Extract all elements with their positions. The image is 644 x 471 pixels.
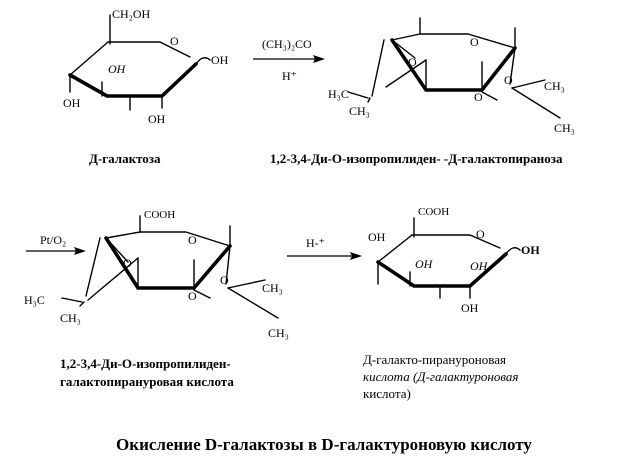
galacturonic-acid-structure: COOH O OH OH OH OH OH: [368, 206, 540, 315]
o4-label: O: [123, 256, 132, 270]
ring-oxygen-label: O: [476, 227, 485, 241]
h3c-label: H₃C: [328, 87, 349, 101]
galactose-structure: CH₂OH O OH OH OH OH: [63, 7, 229, 126]
galacturonic-caption-line1: Д-галакто-пирануроновая: [363, 352, 506, 367]
platinum-oxygen-reagent-label: Pt/O₂: [40, 233, 66, 247]
c1-lower-oh-label: OH: [461, 301, 479, 315]
galacturonic-caption-line2: кислота (Д-галактуроновая: [363, 369, 518, 384]
c3-oh-label: OH: [108, 62, 127, 76]
galacturonic-caption-line3: кислота): [363, 386, 411, 401]
h3c-label: H₃C: [24, 293, 45, 307]
acetone-reagent-label: (CH₃)₂CO: [262, 37, 312, 51]
ch3-right-label: CH₃: [262, 281, 283, 295]
acid-catalyst-label: H⁺: [282, 69, 297, 83]
c4-oh-label: OH: [368, 230, 386, 244]
diisopropylidene-acid-caption-line2: галактопирануровая кислота: [60, 374, 234, 389]
o3-label: O: [474, 90, 483, 104]
c4-oh-label: OH: [63, 96, 81, 110]
ch3-lower-left-label: CH₃: [60, 311, 81, 325]
ch2oh-label: CH₂OH: [112, 7, 151, 21]
anomeric-oh-label: OH: [211, 53, 229, 67]
diisopropylidene-galactopyranose-structure: O O O O H₃C CH₃ CH₃ CH₃: [328, 17, 575, 135]
ch3-lower-right-label: CH₃: [268, 326, 289, 340]
cooh-label: COOH: [144, 209, 175, 221]
acid-reagent-label: H-⁺: [306, 236, 325, 250]
reaction-arrow-acetonation: (CH₃)₂CO H⁺: [253, 37, 325, 83]
o4-label: O: [408, 55, 417, 69]
c2-oh-label: OH: [148, 112, 166, 126]
o1-label: O: [220, 273, 229, 287]
reaction-arrow-hydrolysis: H-⁺: [287, 236, 362, 260]
galactose-caption: Д-галактоза: [89, 151, 161, 166]
ring-oxygen-label: O: [470, 35, 479, 49]
ch3-right-label: CH₃: [544, 79, 565, 93]
figure-title: Окисление D-галактозы в D-галактуроновую…: [116, 435, 532, 454]
diisopropylidene-galactopyranose-caption: 1,2-3,4-Ди-О-изопропилиден- -Д-галактопи…: [270, 151, 563, 166]
o1-label: O: [504, 73, 513, 87]
ring-oxygen-label: O: [188, 233, 197, 247]
ch3-lower-right-label: CH₃: [554, 121, 575, 135]
anomeric-oh-label: OH: [521, 243, 540, 257]
c2-oh-label: OH: [470, 259, 489, 273]
ch3-lower-left-label: CH₃: [349, 104, 370, 118]
diisopropylidene-acid-caption-line1: 1,2-3,4-Ди-О-изопропилиден-: [60, 356, 231, 371]
c3-oh-label: OH: [415, 257, 434, 271]
diisopropylidene-galacturonic-acid-structure: COOH O O O O H₃C CH₃ CH₃ CH₃: [24, 209, 289, 340]
ring-oxygen-label: O: [170, 34, 179, 48]
o3-label: O: [188, 289, 197, 303]
cooh-label: COOH: [418, 206, 449, 218]
reaction-arrow-oxidation: Pt/O₂: [26, 233, 86, 255]
